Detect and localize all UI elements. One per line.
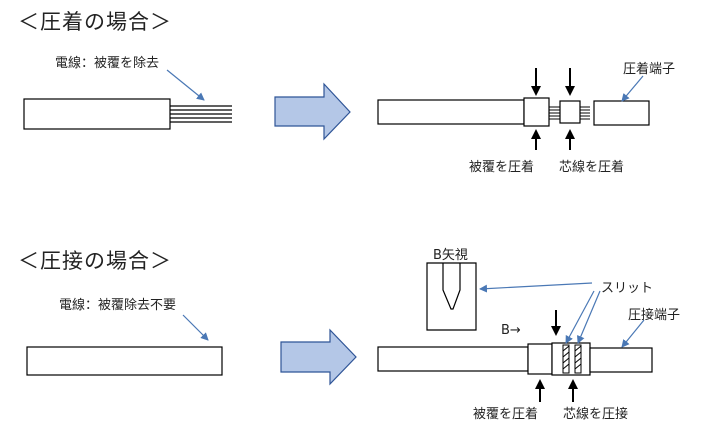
insulation-barrel: [523, 97, 550, 127]
unstripped-wire: [26, 346, 223, 376]
idc-section-heading: ＜圧接の場合＞: [18, 249, 172, 273]
terminal-label-callout: [621, 75, 644, 102]
idc-force-arrows: [535, 310, 578, 402]
slit-callout-1: [565, 290, 595, 344]
idc-terminal-label: 圧接端子: [628, 308, 681, 323]
idc-contact: [551, 342, 591, 376]
exposed-conductors: [170, 105, 232, 123]
idc-section-graphics: [26, 262, 653, 402]
slit-to-view-callout: [479, 282, 593, 293]
crimped-assembly: [377, 97, 650, 127]
crimp-section-graphics: [23, 68, 650, 150]
crimp-section-heading: ＜圧着の場合＞: [18, 10, 172, 34]
crimp-force-arrows: [531, 68, 575, 150]
conductor-strands: [549, 106, 590, 120]
wire-insulation: [23, 98, 171, 130]
b-view-label: B矢視: [433, 248, 468, 263]
wire-body: [377, 99, 525, 125]
wire-label-callout: [182, 314, 209, 341]
core-press-label: 芯線を圧接: [563, 407, 629, 422]
terminal-tongue: [593, 100, 650, 126]
core-crimp-label: 芯線を圧着: [559, 160, 625, 175]
process-arrow-icon: [280, 328, 357, 386]
slit-label: スリット: [601, 281, 654, 296]
core-barrel: [559, 100, 581, 124]
slit-hatching: [562, 344, 582, 374]
idc-wire-label: 電線：被覆除去不要: [59, 298, 177, 313]
b-view-arrow-label: B→: [501, 323, 521, 338]
wire-label-callout: [166, 69, 205, 101]
b-view-slit-contact: [426, 262, 477, 331]
slit-callout-2: [577, 290, 601, 344]
crimp-wire-label: 電線：被覆を除去: [55, 56, 160, 71]
terminal-tongue: [589, 347, 653, 373]
insulation-barrel: [527, 343, 553, 375]
wire-body: [377, 346, 529, 372]
crimp-terminal-label: 圧着端子: [623, 62, 676, 77]
idc-assembly: [377, 342, 653, 376]
insulation-crimp-label: 被覆を圧着: [469, 160, 535, 175]
stripped-wire: [23, 98, 232, 130]
terminal-label-callout: [621, 319, 645, 348]
process-arrow-icon: [274, 82, 351, 141]
idc-insulation-crimp-label: 被覆を圧着: [473, 407, 539, 422]
